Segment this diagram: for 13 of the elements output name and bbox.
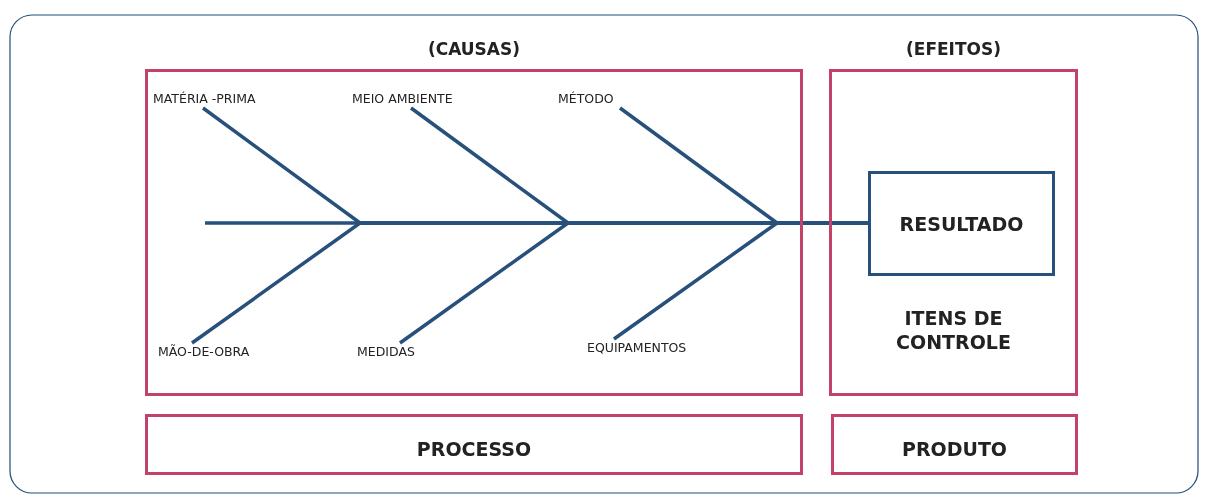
cause-label: EQUIPAMENTOS xyxy=(587,339,687,357)
cause-label: MEDIDAS xyxy=(357,343,415,361)
category-box: PROCESSO xyxy=(145,414,803,475)
panel-heading: (EFEITOS) xyxy=(905,39,1002,59)
cause-label: MÃO-DE-OBRA xyxy=(158,343,250,361)
cause-label: MATÉRIA -PRIMA xyxy=(153,90,256,108)
cause-label: MEIO AMBIENTE xyxy=(352,90,453,108)
cause-label: MÉTODO xyxy=(558,90,614,108)
panel-text: ITENS DE CONTROLE xyxy=(895,306,1012,354)
category-box: PRODUTO xyxy=(831,414,1078,475)
result-box: RESULTADO xyxy=(868,171,1055,276)
panel-heading: (CAUSAS) xyxy=(426,39,522,59)
bone-line xyxy=(613,221,868,341)
